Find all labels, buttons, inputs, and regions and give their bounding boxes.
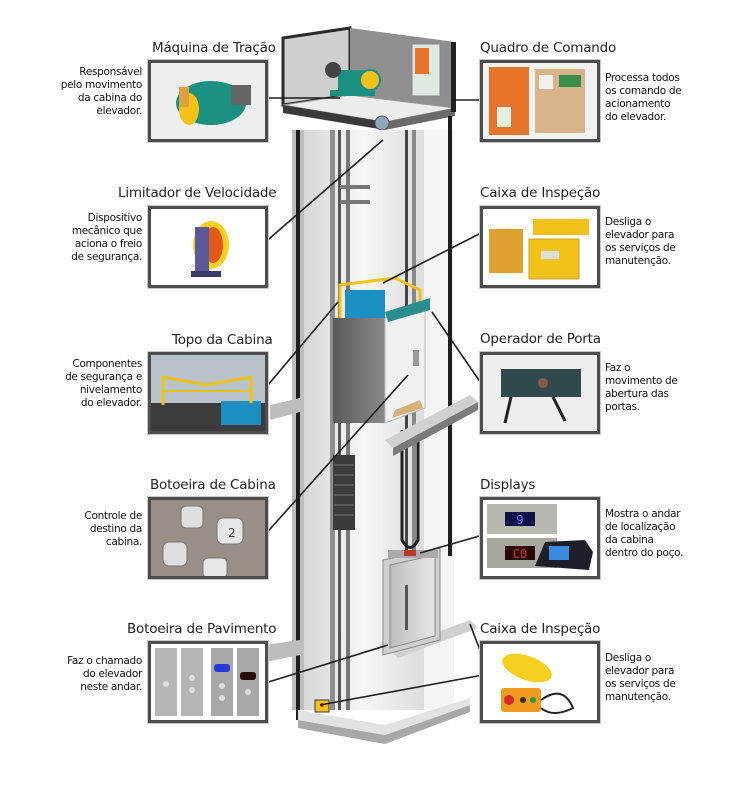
component-image-box: 9 C0: [480, 497, 600, 579]
component-description: Dispositivo mecânico que aciona o freio …: [71, 212, 142, 263]
traction-machine-icon: [151, 63, 265, 139]
component-description: Responsável pelo movimento da cabina do …: [60, 66, 143, 117]
component-title: Caixa de Inspeção: [480, 185, 601, 201]
component-description: Componentes de segurança e nivelamento d…: [65, 358, 142, 409]
display-icon: 9 C0: [483, 500, 597, 576]
pit-inspection-box-icon: [483, 644, 597, 720]
traction-machine-icon: [325, 62, 381, 96]
component-description: Processa todos os comando de acionamento…: [605, 72, 682, 123]
component-image-box: [148, 641, 268, 723]
speed-governor-icon: [151, 209, 265, 285]
landing-door: [382, 547, 441, 656]
component-title: Limitador de Velocidade: [118, 185, 277, 201]
inspection-box-icon: [483, 209, 597, 285]
landing-buttons-icon: [151, 644, 265, 720]
control-panel-icon: [483, 63, 597, 139]
component-title: Botoeira de Pavimento: [127, 621, 277, 637]
component-image-box: [480, 60, 600, 142]
component-title: Displays: [480, 477, 536, 493]
component-description: Mostra o andar de localização da cabina …: [605, 508, 684, 559]
elevator-cabin: [333, 276, 430, 424]
component-image-box: [480, 641, 600, 723]
car-buttons-icon: 2: [151, 500, 265, 576]
car-top-icon: [151, 355, 265, 431]
component-title: Botoeira de Cabina: [150, 477, 276, 493]
component-description: Controle de destino da cabina.: [84, 510, 142, 548]
display-code-value: C0: [513, 547, 527, 561]
component-description: Faz o chamado do elevador neste andar.: [67, 655, 142, 693]
machine-room: [281, 26, 456, 131]
component-title: Topo da Cabina: [172, 332, 273, 348]
component-title: Caixa de Inspeção: [480, 621, 601, 637]
component-title: Máquina de Tração: [152, 40, 276, 56]
component-title: Quadro de Comando: [480, 40, 617, 56]
component-title: Operador de Porta: [480, 331, 601, 347]
component-description: Faz o movimento de abertura das portas.: [605, 362, 678, 413]
landings: [265, 395, 478, 744]
component-image-box: 2: [148, 497, 268, 579]
svg-text:2: 2: [228, 526, 236, 540]
display-floor-value: 9: [516, 513, 523, 527]
component-image-box: [148, 60, 268, 142]
door-operator-icon: [483, 355, 597, 431]
component-description: Desliga o elevador para os serviços de m…: [605, 216, 676, 267]
component-image-box: [480, 352, 600, 434]
component-image-box: [148, 206, 268, 288]
component-image-box: [480, 206, 600, 288]
component-image-box: [148, 352, 268, 434]
component-description: Desliga o elevador para os serviços de m…: [605, 652, 676, 703]
